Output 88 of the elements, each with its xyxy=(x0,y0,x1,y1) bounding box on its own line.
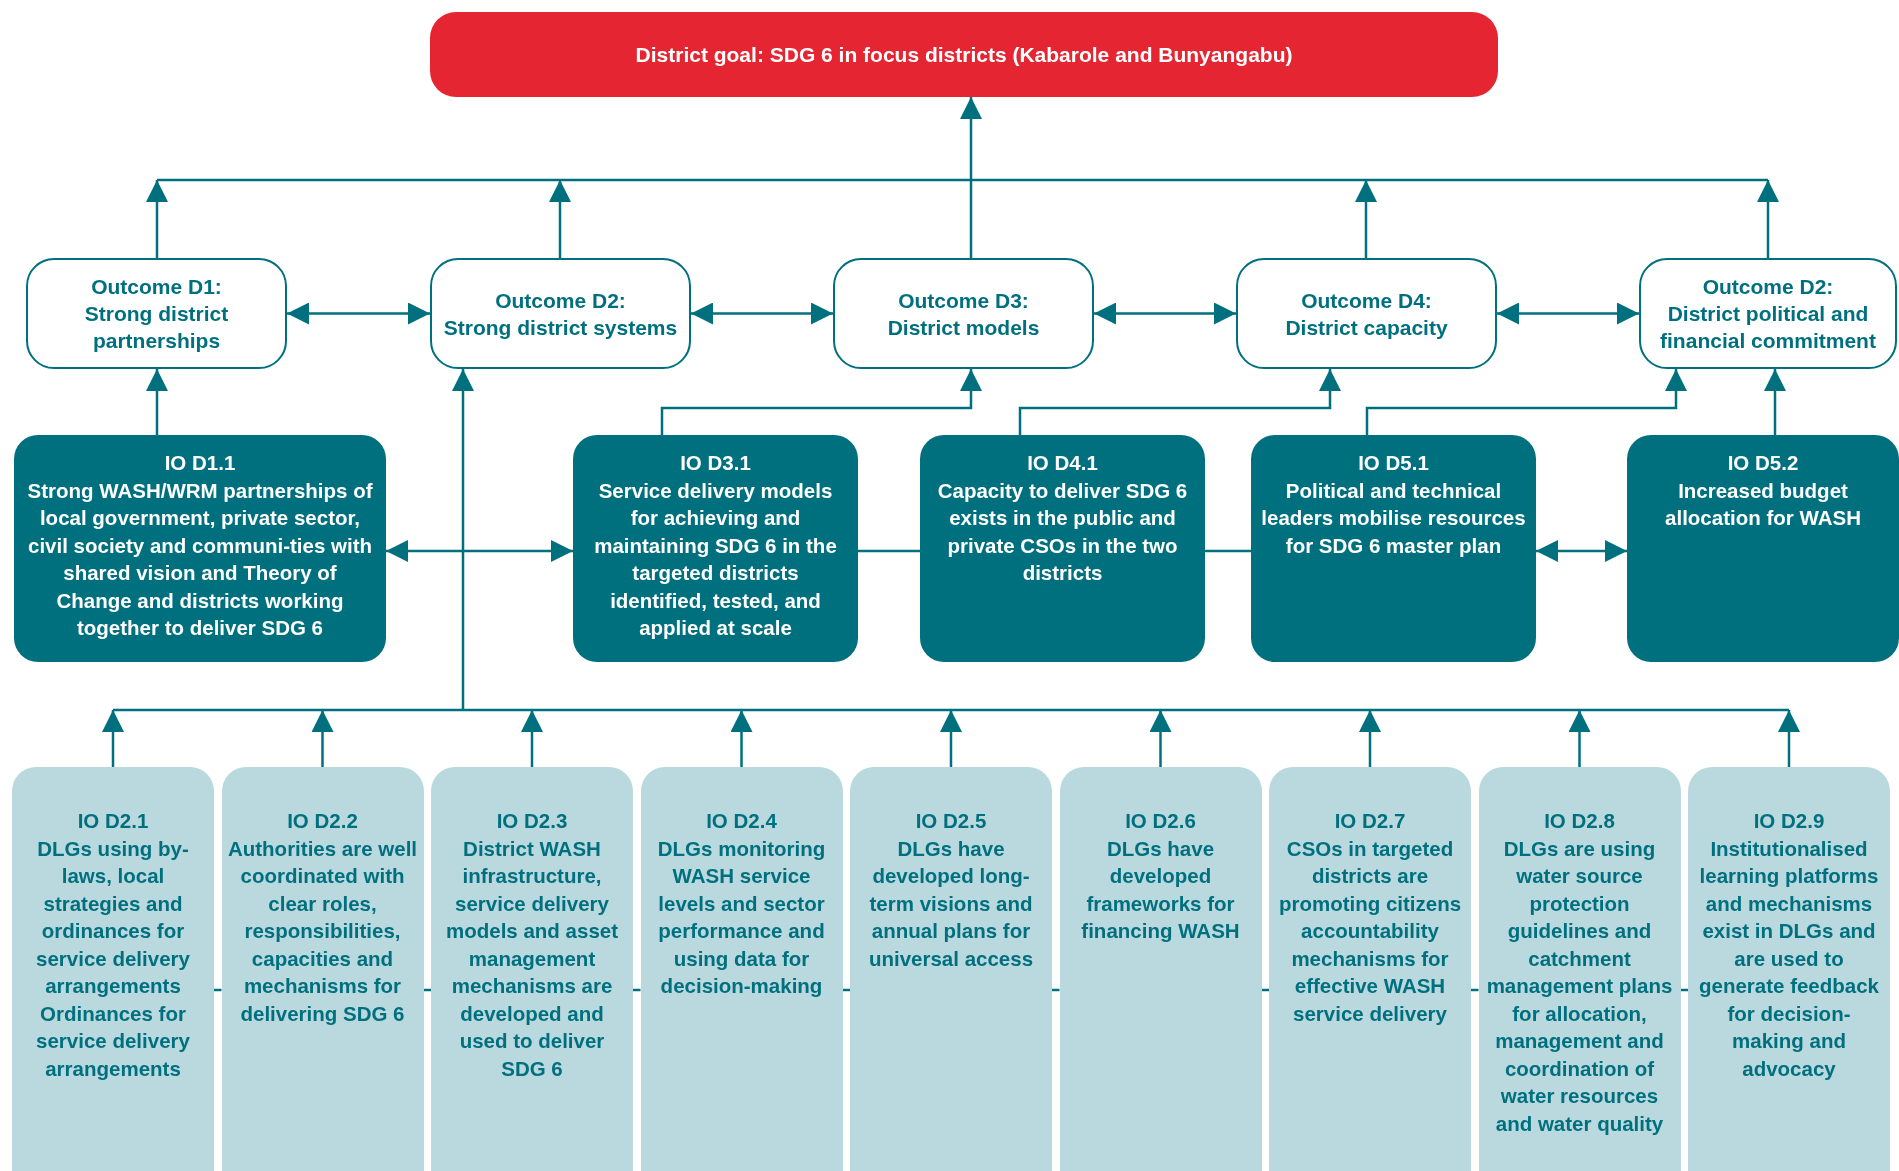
result-heading: IO D2.3 xyxy=(496,808,568,834)
outcome-box xyxy=(1236,258,1497,369)
arrow xyxy=(1568,710,1591,767)
outcome-box xyxy=(430,258,691,369)
result-box xyxy=(640,767,843,1171)
goal-text: District goal: SDG 6 in focus districts (Kabarole and Bunyangabu) xyxy=(635,42,1293,67)
result-text: Institutionalised learning platforms and mechanisms exist in DLGs and are used to generate feedback for decision-making and advocacy xyxy=(1698,835,1880,1082)
arrow xyxy=(1764,369,1786,435)
arrow xyxy=(730,710,753,767)
result-box xyxy=(573,435,858,662)
result-text: CSOs in targeted districts are promoting citizens accountability mechanisms for effective WASH service delivery xyxy=(1277,835,1463,1027)
result-heading: IO D4.1 xyxy=(1027,450,1098,476)
outcome-heading: Outcome D1: xyxy=(91,274,222,300)
result-text: DLGs using by-laws, local strategies and ordinances for service delivery arrangements Ordinances for service delivery arrangements xyxy=(35,835,191,1082)
arrow xyxy=(386,540,573,562)
arrow xyxy=(521,710,543,767)
result-heading: IO D2.4 xyxy=(706,808,777,834)
arrow xyxy=(311,710,334,767)
arrow xyxy=(1365,369,1687,435)
outcome-heading: Outcome D4: xyxy=(1301,287,1432,314)
connector-line xyxy=(858,549,920,553)
result-heading: IO D5.2 xyxy=(1727,450,1799,476)
result-text: Capacity to deliver SDG 6 exists in the public and private CSOs in the two districts xyxy=(936,477,1189,586)
arrow xyxy=(660,369,982,435)
result-box xyxy=(920,435,1205,662)
result-heading: IO D3.1 xyxy=(680,450,751,476)
arrow xyxy=(1094,302,1236,325)
result-box xyxy=(1251,435,1536,662)
outcome-text: Strong district partnerships xyxy=(83,301,230,354)
result-heading: IO D2.7 xyxy=(1334,808,1406,834)
arrow xyxy=(146,180,168,258)
result-text: DLGs monitoring WASH service levels and sector performance and using data for decision-making xyxy=(656,835,827,999)
outcome-box xyxy=(1639,258,1897,369)
arrow xyxy=(1018,369,1341,435)
arrow xyxy=(691,302,833,325)
result-box xyxy=(1478,767,1681,1171)
outcome-heading: Outcome D2: xyxy=(1702,274,1834,300)
arrow xyxy=(1778,710,1800,767)
result-box xyxy=(12,767,214,1171)
result-heading: IO D1.1 xyxy=(164,450,236,476)
arrow xyxy=(111,367,1791,712)
connector-line xyxy=(969,180,973,258)
result-box xyxy=(14,435,386,662)
result-box xyxy=(221,767,424,1171)
result-heading: IO D2.1 xyxy=(77,808,149,834)
result-heading: IO D2.2 xyxy=(287,808,358,834)
result-heading: IO D2.8 xyxy=(1544,808,1615,834)
connector-line xyxy=(1205,549,1251,553)
result-text: Service delivery models for achieving and maintaining SDG 6 in the targeted districts identified, tested, and applied at scale xyxy=(593,477,838,641)
outcome-text: Strong district systems xyxy=(443,314,678,341)
outcome-heading: Outcome D2: xyxy=(495,287,626,314)
arrow xyxy=(287,302,430,325)
outcome-box xyxy=(26,258,287,369)
result-box xyxy=(850,767,1052,1171)
result-text: Increased budget allocation for WASH xyxy=(1664,477,1862,531)
result-box xyxy=(1059,767,1262,1171)
arrow xyxy=(549,180,571,258)
result-heading: IO D2.6 xyxy=(1125,808,1196,834)
outcome-heading: Outcome D3: xyxy=(898,287,1029,314)
result-box xyxy=(1627,435,1899,662)
arrow xyxy=(1149,710,1172,767)
arrow xyxy=(1497,302,1639,325)
arrow xyxy=(1359,710,1381,767)
result-text: DLGs have developed long-term visions and annual plans for universal access xyxy=(867,835,1035,972)
arrow xyxy=(940,710,962,767)
result-heading: IO D2.9 xyxy=(1753,808,1825,834)
outcome-text: District models xyxy=(887,314,1040,341)
arrow xyxy=(1757,180,1779,258)
outcome-box xyxy=(833,258,1094,369)
arrow xyxy=(155,95,1770,182)
goal-banner xyxy=(430,12,1498,97)
arrow xyxy=(146,369,168,435)
result-box xyxy=(1269,767,1471,1171)
result-text: DLGs are using water source protection guidelines and catchment management plans for allocation, management and coordination of water resources and water quality xyxy=(1485,835,1674,1137)
result-heading: IO D5.1 xyxy=(1358,450,1429,476)
arrow xyxy=(102,710,124,767)
result-text: Authorities are well coordinated with clear roles, responsibilities, capacities and mechanisms for delivering SDG 6 xyxy=(227,835,418,1027)
result-text: DLGs have developed frameworks for financing WASH xyxy=(1080,835,1241,944)
outcome-text: District political and financial commitment xyxy=(1659,301,1877,354)
outcome-text: District capacity xyxy=(1285,314,1448,341)
arrow xyxy=(1355,180,1377,258)
result-text: Strong WASH/WRM partnerships of local government, private sector, civil society and communi-ties with shared vision and Theory of Change and districts working together to deliver SDG 6 xyxy=(26,477,374,641)
result-heading: IO D2.5 xyxy=(915,808,987,834)
result-box xyxy=(431,767,633,1171)
result-text: Political and technical leaders mobilise resources for SDG 6 master plan xyxy=(1261,477,1526,559)
result-box xyxy=(1688,767,1890,1171)
result-text: District WASH infrastructure, service delivery models and asset management mechanisms are developed and used to deliver SDG 6 xyxy=(444,835,619,1082)
arrow xyxy=(1536,540,1627,562)
